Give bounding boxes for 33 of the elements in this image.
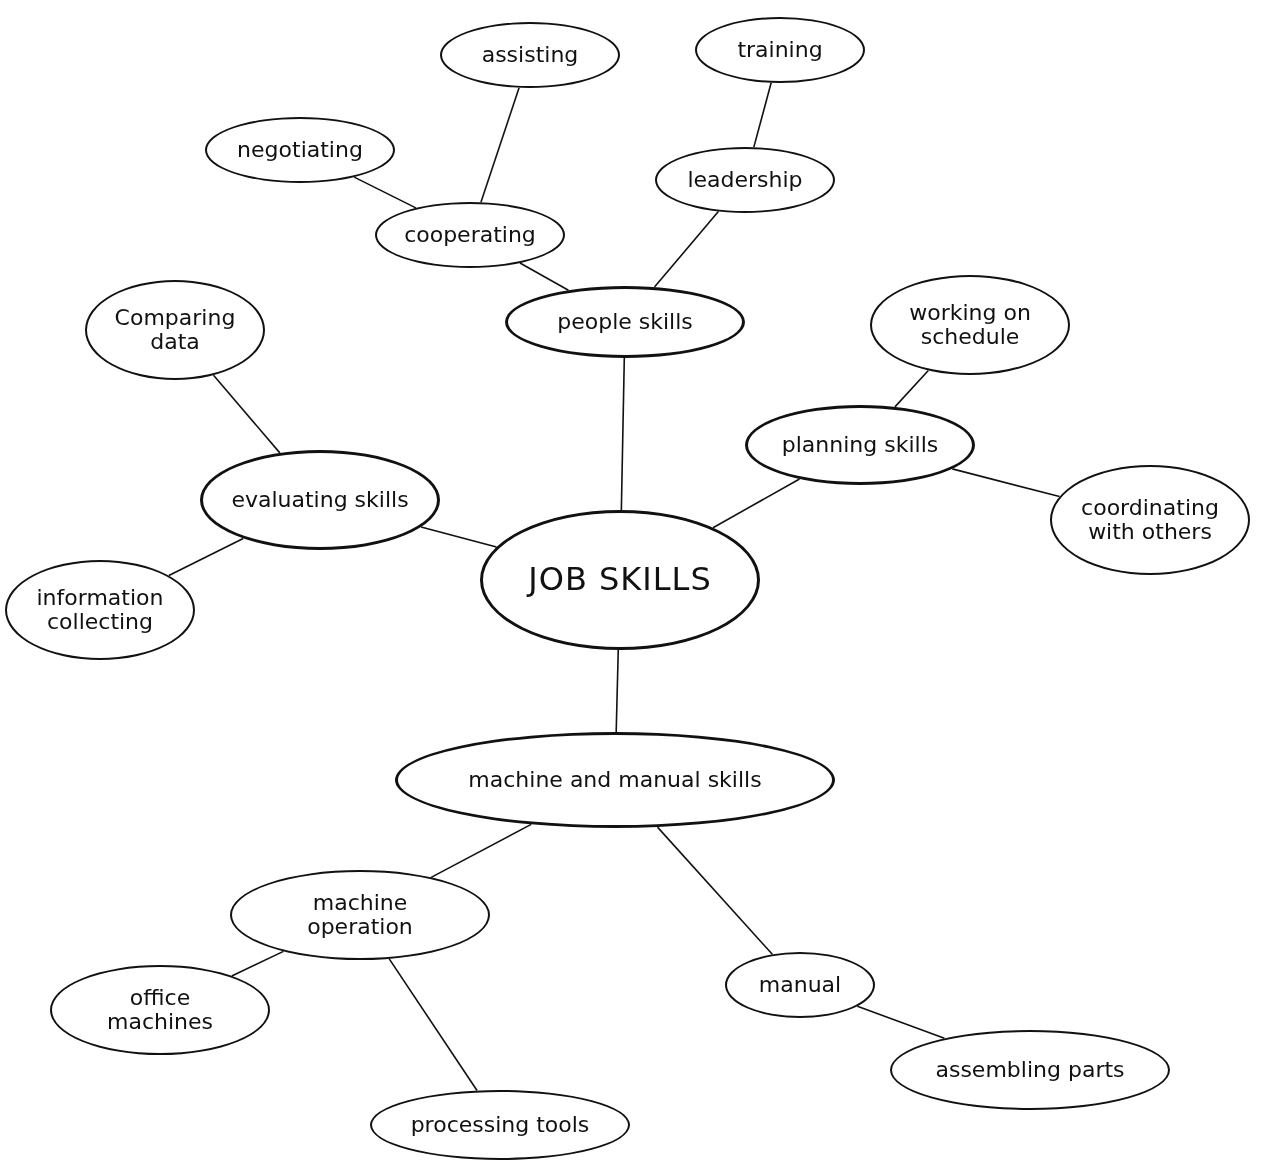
node-label: assembling parts <box>935 1057 1125 1083</box>
connector-line <box>653 210 720 288</box>
connector-line <box>388 958 478 1092</box>
node-label: office machines <box>106 985 214 1035</box>
node-label: coordinating with others <box>1080 495 1220 545</box>
connector-line <box>615 649 620 733</box>
node-label: people skills <box>557 309 693 335</box>
connector-line <box>420 526 498 548</box>
node-label: machine and manual skills <box>468 767 762 793</box>
connector-line <box>231 950 285 977</box>
node-label: processing tools <box>410 1112 590 1138</box>
connector-line <box>168 537 244 577</box>
connector-line <box>753 82 772 148</box>
connector-line <box>856 1005 946 1040</box>
node-label: training <box>737 37 823 63</box>
connector-line <box>353 176 417 209</box>
connector-line <box>951 468 1061 498</box>
node-label: leadership <box>687 167 803 193</box>
node-label: planning skills <box>781 432 939 458</box>
node-label: cooperating <box>404 222 536 248</box>
node-label: manual <box>758 972 842 998</box>
node-label: machine operation <box>306 890 414 940</box>
node-label: Comparing data <box>113 305 237 355</box>
node-label: working on schedule <box>908 300 1032 350</box>
node-label: evaluating skills <box>231 487 409 513</box>
connector-line <box>519 262 570 292</box>
node-label: JOB SKILLS <box>528 562 712 598</box>
connector-line <box>712 478 801 529</box>
node-label: negotiating <box>237 137 363 163</box>
node-label: assisting <box>481 42 579 68</box>
node-label: information collecting <box>35 585 165 635</box>
connector-line <box>480 86 520 203</box>
connector-line <box>620 357 626 511</box>
